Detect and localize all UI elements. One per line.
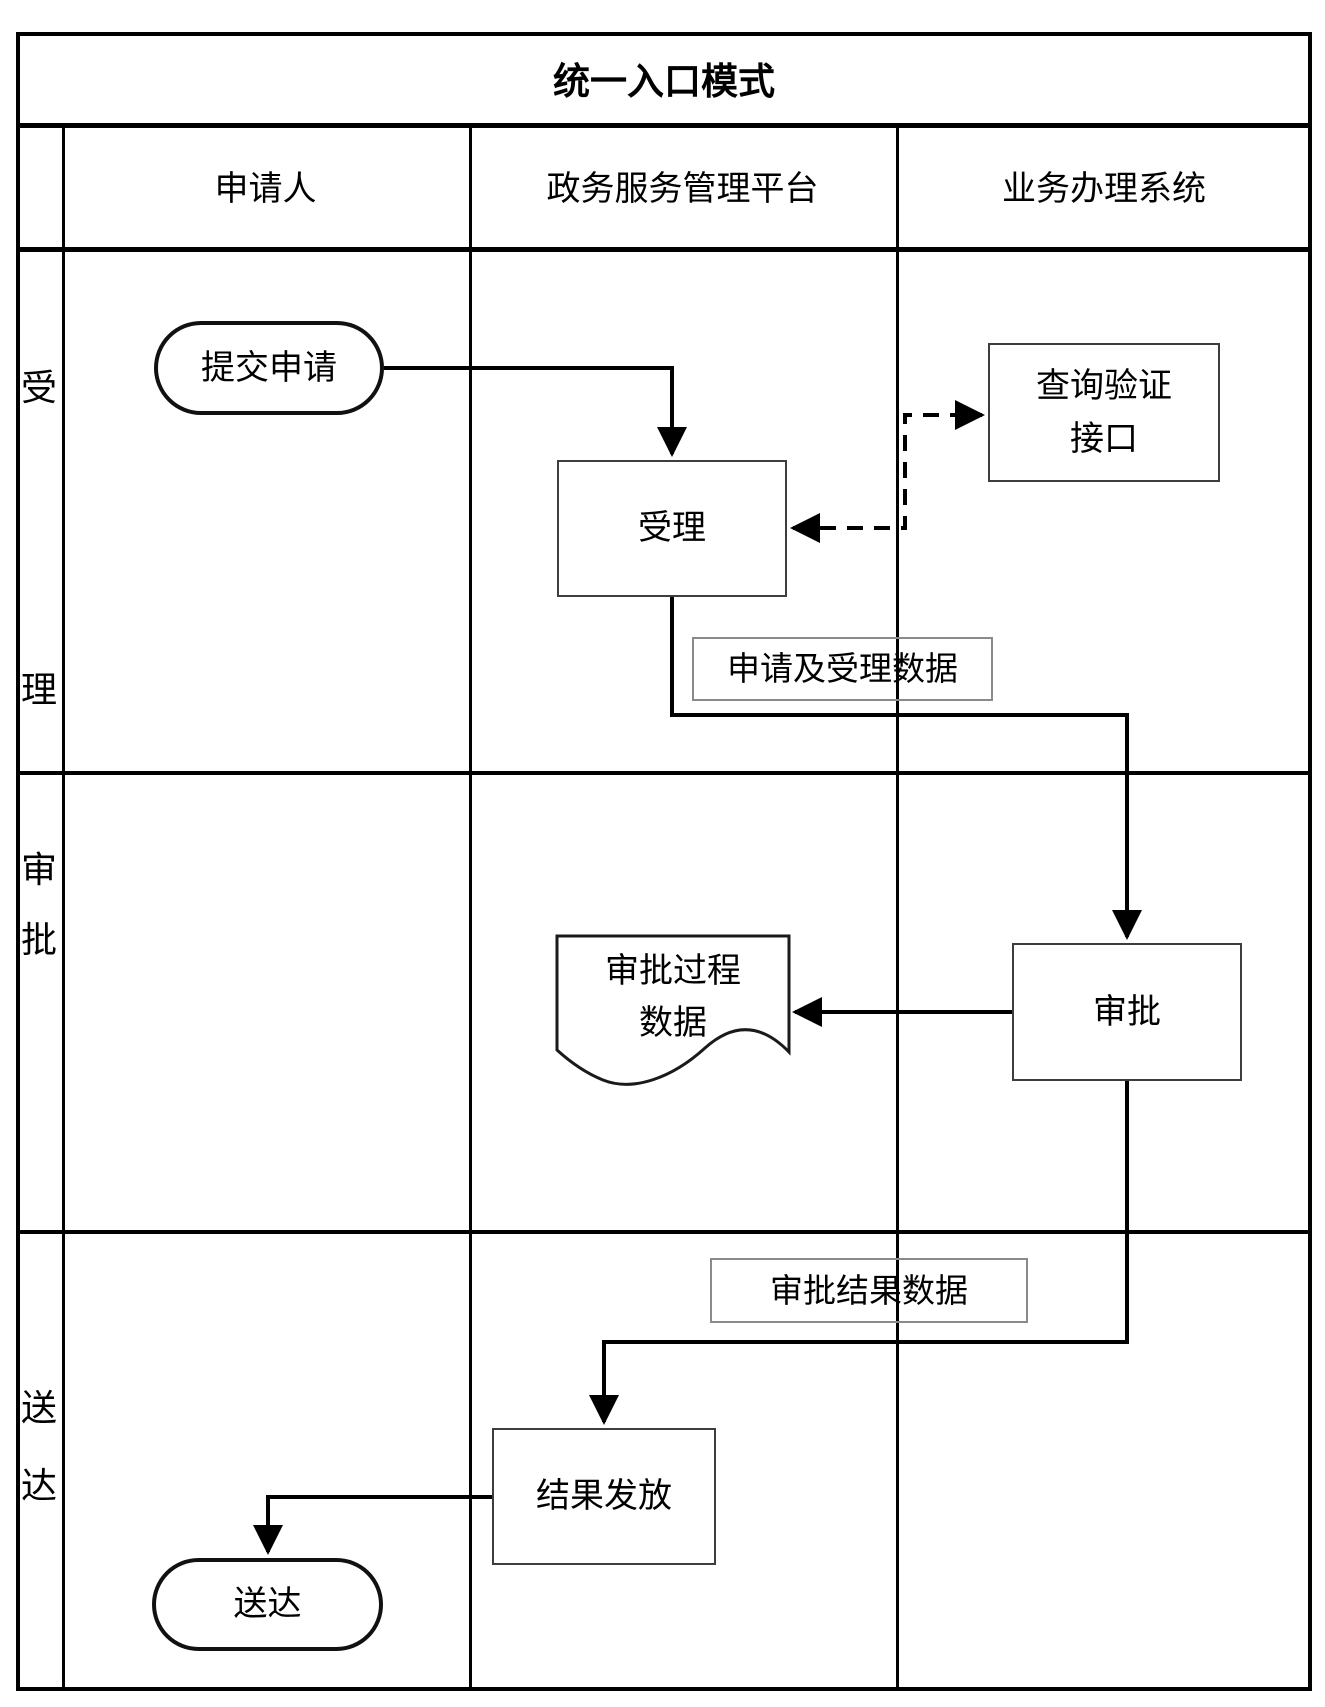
lane-strip-divider bbox=[62, 123, 65, 1691]
lane-label-accept-char1: 受 bbox=[20, 367, 57, 408]
node-approve: 审批 bbox=[1012, 943, 1242, 1081]
column-header-business-system: 业务办理系统 bbox=[1002, 169, 1206, 208]
lane-label-deliver-char2: 达 bbox=[20, 1465, 57, 1506]
column-header-platform: 政务服务管理平台 bbox=[546, 169, 819, 208]
edge-submit-to-accept bbox=[384, 366, 687, 457]
query-interface-line2: 接口 bbox=[1070, 419, 1138, 458]
node-accept: 受理 bbox=[557, 460, 787, 597]
edge-result-issue-to-deliver bbox=[253, 1495, 492, 1555]
header-row-divider bbox=[16, 247, 1312, 252]
node-result-issue: 结果发放 bbox=[492, 1428, 716, 1565]
node-deliver: 送达 bbox=[152, 1558, 383, 1651]
column-divider-1 bbox=[469, 123, 472, 1691]
lane-label-approve-char1: 审 bbox=[20, 849, 57, 890]
lane-label-accept-char2: 理 bbox=[20, 669, 57, 710]
diagram-title: 统一入口模式 bbox=[553, 60, 775, 102]
node-approval-process-data: 审批过程 数据 bbox=[557, 946, 789, 1056]
node-submit-application: 提交申请 bbox=[154, 321, 384, 415]
lane-label-deliver-char1: 送 bbox=[20, 1387, 57, 1428]
title-row-divider bbox=[16, 123, 1312, 128]
label-approval-result-data: 审批结果数据 bbox=[710, 1258, 1028, 1323]
lane-divider-2 bbox=[16, 1230, 1312, 1234]
lane-label-approve-char2: 批 bbox=[20, 919, 57, 960]
approval-process-data-line2: 数据 bbox=[639, 1003, 707, 1042]
table-outer-border bbox=[16, 32, 1312, 1691]
edge-accept-query-dashed bbox=[790, 400, 985, 543]
document-shape bbox=[555, 934, 791, 1086]
column-header-applicant: 申请人 bbox=[214, 169, 317, 208]
edge-accept-to-approve bbox=[670, 597, 1142, 940]
edge-approve-to-result-issue bbox=[589, 1081, 1129, 1425]
column-divider-2 bbox=[896, 123, 899, 1691]
approval-process-data-line1: 审批过程 bbox=[605, 952, 741, 990]
node-query-verify-interface: 查询验证 接口 bbox=[988, 343, 1220, 482]
query-interface-line1: 查询验证 bbox=[1036, 366, 1172, 405]
lane-divider-1 bbox=[16, 771, 1312, 775]
label-apply-accept-data: 申请及受理数据 bbox=[692, 637, 993, 701]
